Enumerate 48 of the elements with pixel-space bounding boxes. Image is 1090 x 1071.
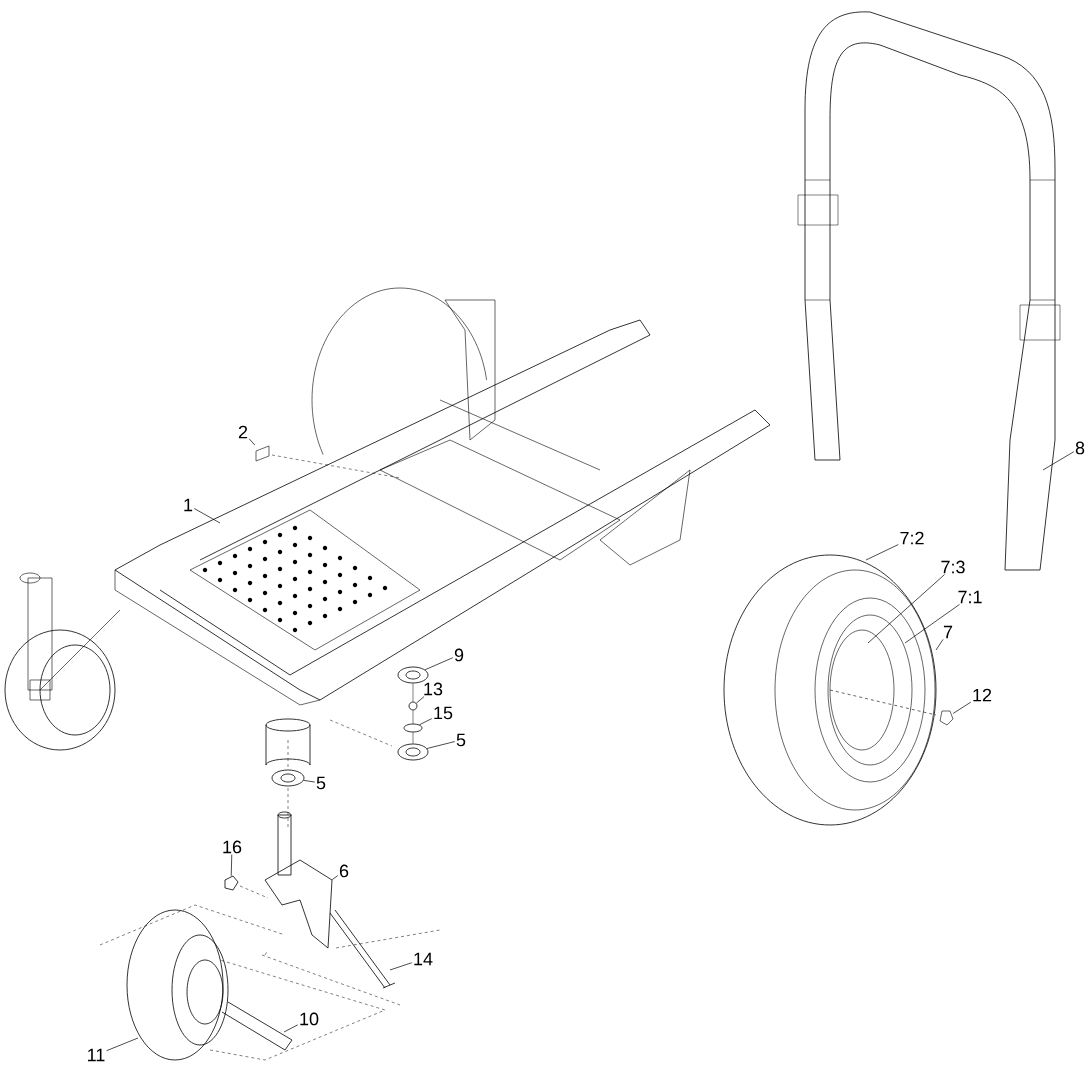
center-line	[412, 683, 414, 702]
leader-line	[193, 508, 221, 524]
callout-number: 7:2	[900, 531, 924, 545]
caster-fork-drawing	[264, 859, 333, 949]
bearing-drawing	[397, 743, 429, 761]
nut-drawing	[408, 701, 418, 711]
leader-line	[283, 1024, 299, 1033]
callout-number: 9	[454, 648, 464, 662]
bearing-drawing	[271, 769, 305, 787]
callout-number: 7:3	[941, 560, 965, 574]
leader-line	[935, 639, 944, 651]
bearing-drawing	[397, 666, 429, 684]
center-line	[412, 710, 414, 724]
leader-line	[419, 718, 433, 726]
nut-drawing	[224, 875, 239, 891]
callout-number: 8	[1075, 441, 1085, 455]
leader-line	[1042, 451, 1075, 471]
leader-line	[389, 962, 413, 971]
callout-number: 14	[414, 952, 433, 966]
callout-number: 11	[88, 1048, 105, 1062]
leader-line	[426, 741, 456, 749]
washer-drawing	[403, 723, 423, 733]
leader-line	[331, 875, 339, 880]
nut-drawing	[939, 710, 954, 726]
callout-number: 5	[316, 776, 326, 790]
leader-line	[904, 604, 960, 644]
clip-drawing	[255, 445, 270, 462]
leader-line	[303, 780, 316, 783]
leader-line	[416, 696, 425, 704]
callout-number: 7	[943, 625, 953, 639]
callout-number: 12	[973, 688, 992, 702]
leader-line	[865, 544, 899, 561]
leader-line	[230, 854, 233, 877]
callout-number: 5	[456, 733, 466, 747]
callout-number: 1	[184, 498, 193, 512]
leader-line	[952, 701, 972, 714]
callout-number: 6	[339, 864, 349, 878]
leader-line	[248, 438, 256, 446]
callout-number: 2	[238, 425, 248, 439]
callout-number: 15	[434, 706, 453, 720]
callout-number: 7:1	[958, 590, 982, 604]
center-line	[412, 732, 414, 744]
leader-line	[424, 657, 454, 671]
callout-number: 13	[424, 682, 443, 696]
callout-number: 16	[223, 840, 242, 854]
leader-line	[106, 1037, 139, 1052]
callout-number: 10	[300, 1012, 319, 1026]
leader-line	[867, 574, 945, 644]
